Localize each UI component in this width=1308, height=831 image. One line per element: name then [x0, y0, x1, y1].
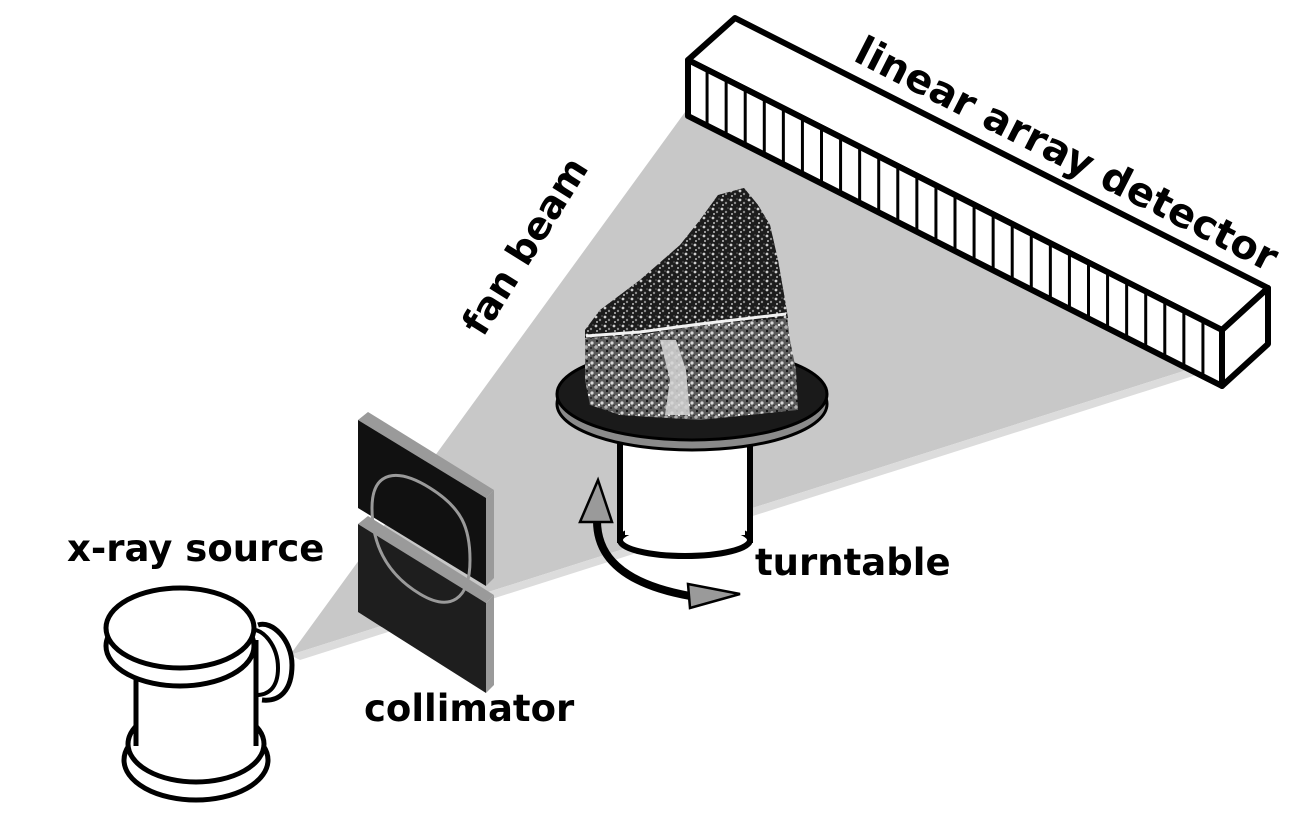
xray-tube-icon — [106, 588, 292, 800]
turntable-label: turntable — [755, 541, 951, 584]
collimator-label: collimator — [364, 687, 575, 730]
xray-source-label: x-ray source — [67, 527, 324, 570]
